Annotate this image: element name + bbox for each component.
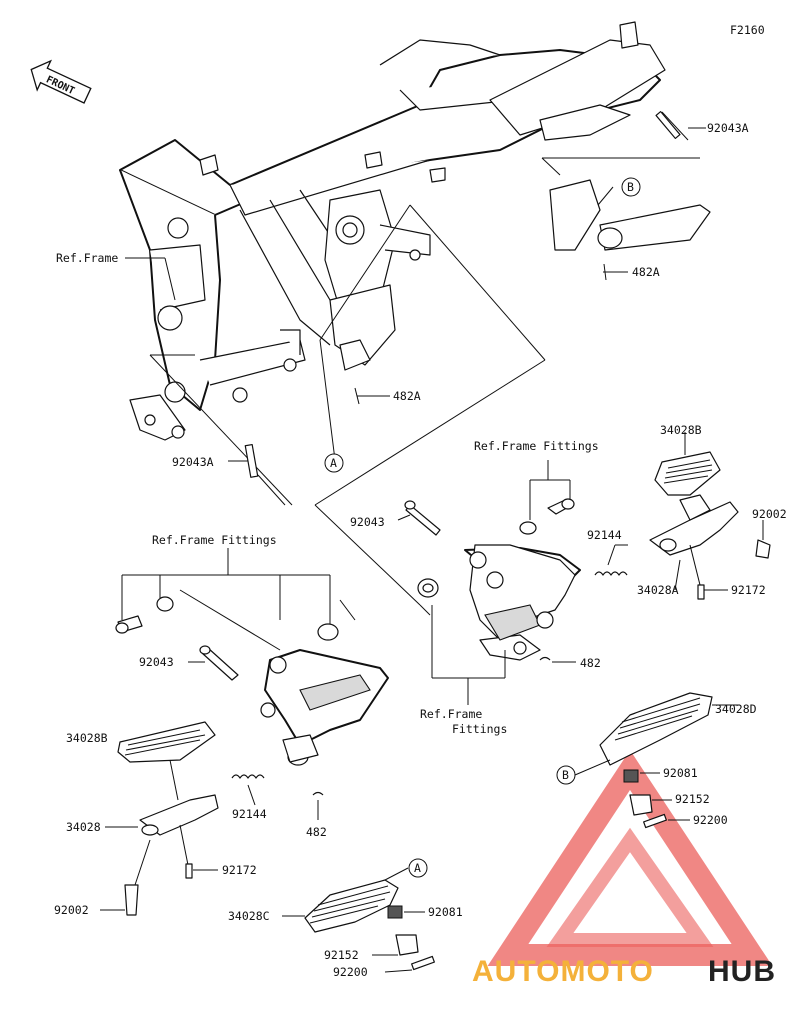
label-clip-left: 482 [306,825,327,839]
peg-d-ribs [614,697,701,741]
svg-text:AUTOMOTO: AUTOMOTO [472,955,654,988]
figure-code: F2160 [730,23,765,37]
label-pin-upper-left: 92043A [172,455,214,469]
left-footrest-group [100,548,389,916]
label-ref-fittings-right: Ref.Frame Fittings [474,439,599,453]
label-ref-fittings-mid-1: Ref.Frame [420,707,482,721]
label-washer-a: 92200 [333,965,368,979]
label-rubber-left: 34028B [66,731,108,745]
label-ball-a: 92152 [324,948,359,962]
label-pin-right: 92002 [752,507,787,521]
label-bolt-left: 482A [393,389,421,403]
label-bolt-peg-left: 92172 [222,863,257,877]
label-spring-b: 92081 [663,766,698,780]
front-arrow-icon: FRONT [30,59,92,104]
passenger-peg-a-group [282,867,435,973]
svg-text:HUB: HUB [708,955,776,988]
label-bolt-right: 482A [632,265,660,279]
svg-text:B: B [562,768,569,782]
motorcycle-frame [119,21,711,441]
label-pivot-right: 92043 [350,515,385,529]
marker-a-lower: A [408,858,428,878]
svg-text:A: A [330,456,337,470]
label-pin-upper-right: 92043A [707,121,749,135]
passenger-peg-b-group [574,692,740,829]
marker-b-lower: B [556,765,576,785]
pin-92043a-left [228,443,286,506]
marker-b-upper: B [621,177,641,197]
label-spring-left: 92144 [232,807,267,821]
label-pin-left: 92002 [54,903,89,917]
label-peg-left: 34028 [66,820,101,834]
label-bolt-peg-right: 92172 [731,583,766,597]
label-spring-right: 92144 [587,528,622,542]
peg-c-ribs [309,885,391,924]
right-footrest-group [314,432,771,705]
watermark-text: AUTOMOTO HUB [472,955,776,988]
rubber-ribs-right [663,459,713,484]
part-labels: 92043A 482A Ref.Frame 482A 92043A Ref.Fr… [54,121,787,979]
label-ref-fittings-left: Ref.Frame Fittings [152,533,277,547]
frame-leaders [125,110,706,506]
label-ref-fittings-mid-2: Fittings [452,722,507,736]
label-passenger-peg-b: 34028D [715,702,757,716]
label-pivot-left: 92043 [139,655,174,669]
label-ball-b: 92152 [675,792,710,806]
label-ref-frame: Ref.Frame [56,251,118,265]
label-passenger-peg-a: 34028C [228,909,270,923]
svg-text:B: B [627,180,634,194]
label-peg-right: 34028A [637,583,679,597]
marker-a-upper: A [324,453,344,473]
label-clip-right: 482 [580,656,601,670]
label-spring-a: 92081 [428,905,463,919]
watermark-logo [487,750,773,966]
label-washer-b: 92200 [693,813,728,827]
rubber-ribs-left [124,729,206,756]
label-rubber-right: 34028B [660,423,702,437]
svg-text:A: A [414,861,421,875]
